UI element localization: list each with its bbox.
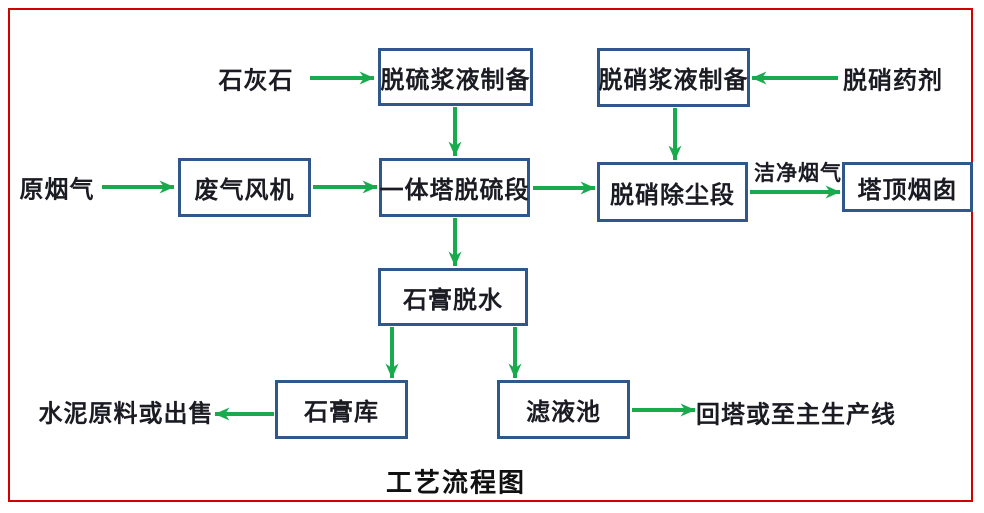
node-label-gypsum-dewatering: 石膏脱水 [403,285,503,314]
node-label-tower-top-chimney: 塔顶烟囱 [857,175,958,204]
label-raw-flue-gas: 原烟气 [19,175,95,204]
label-limestone: 石灰石 [218,66,294,95]
node-integrated-tower-desulfurization: 一体塔脱硫段 [379,158,530,217]
node-desulfurization-slurry-prep: 脱硫浆液制备 [378,48,533,106]
node-label-integrated-tower-desulfurization: 一体塔脱硫段 [379,176,530,204]
node-gypsum-dewatering: 石膏脱水 [378,268,528,326]
node-denitration-dust-removal: 脱硝除尘段 [597,162,748,222]
node-tower-top-chimney: 塔顶烟囱 [842,162,973,212]
node-label-filtrate-pool: 滤液池 [526,398,601,426]
label-cement-raw-material-or-sale: 水泥原料或出售 [38,399,214,428]
node-label-waste-gas-fan: 废气风机 [194,176,295,204]
diagram-title: 工艺流程图 [385,468,527,499]
node-filtrate-pool: 滤液池 [497,380,630,439]
node-label-gypsum-warehouse: 石膏库 [304,398,379,426]
node-waste-gas-fan: 废气风机 [178,158,311,217]
label-denitration-agent: 脱硝药剂 [843,66,943,95]
label-return-to-tower-or-main-line: 回塔或至主生产线 [696,400,896,429]
node-label-denitration-dust-removal: 脱硝除尘段 [610,180,735,209]
label-clean-flue-gas: 洁净烟气 [754,161,842,185]
node-label-desulfurization-slurry-prep: 脱硫浆液制备 [380,65,531,94]
node-gypsum-warehouse: 石膏库 [275,380,408,439]
node-label-denitration-slurry-prep: 脱硝浆液制备 [598,66,749,94]
node-denitration-slurry-prep: 脱硝浆液制备 [597,48,750,107]
